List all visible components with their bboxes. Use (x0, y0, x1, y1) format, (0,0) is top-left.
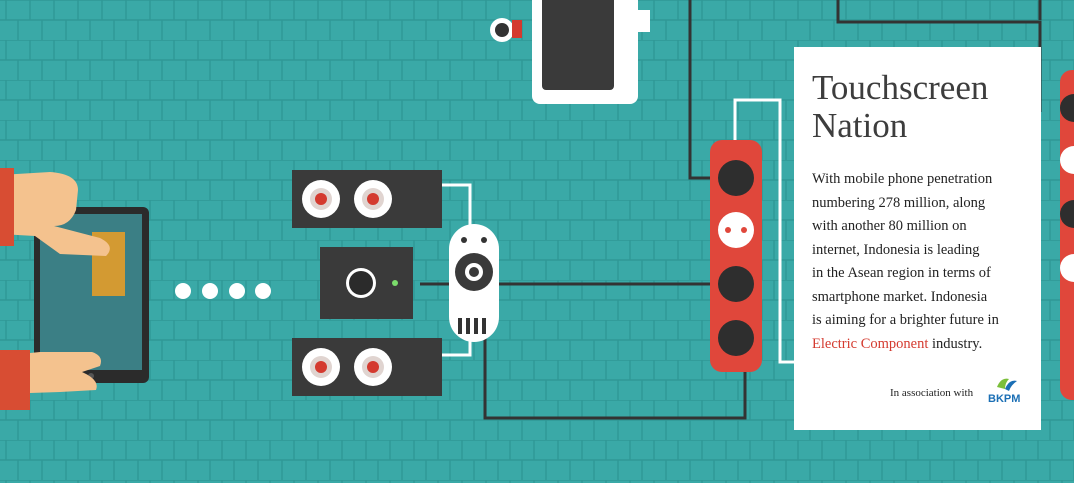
bkpm-logo[interactable]: BKPM (987, 375, 1023, 407)
body-line: With mobile phone penetration (812, 171, 993, 187)
association-label: In association with (890, 387, 974, 399)
body-line: numbering 278 million, along (812, 194, 986, 211)
body-suffix: industry. (928, 335, 983, 352)
card-body: With mobile phone penetration numbering … (812, 168, 1037, 356)
info-card: Touchscreen Nation With mobile phone pen… (794, 47, 1041, 430)
body-line: is aiming for a brighter future in (812, 312, 999, 328)
title-line-1: Touchscreen (812, 68, 989, 107)
body-line: with another 80 million on (812, 218, 967, 234)
title-line-2: Nation (812, 106, 908, 145)
body-line: smartphone market. Indonesia (812, 288, 988, 305)
logo-text: BKPM (988, 393, 1020, 405)
body-line-last: Electric Component industry. (812, 333, 1037, 357)
dots (175, 283, 271, 299)
body-line: internet, Indonesia is leading (812, 241, 980, 258)
highlight-link[interactable]: Electric Component (812, 335, 929, 352)
hub-icon (449, 224, 499, 342)
camera-icon (490, 0, 650, 104)
power-strip-icon (710, 140, 762, 372)
hand-icon (0, 168, 110, 410)
speaker-icon (292, 170, 442, 396)
card-title: Touchscreen Nation (812, 69, 1037, 145)
power-strip-right-icon (1060, 70, 1074, 400)
body-line: in the Asean region in terms of (812, 265, 991, 281)
